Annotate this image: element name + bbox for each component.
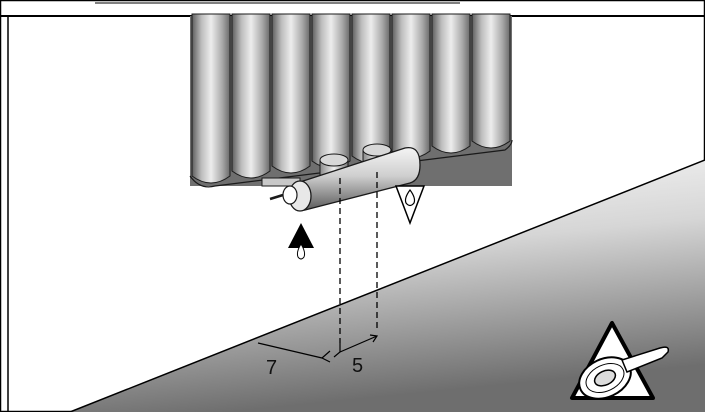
valve-nut: [282, 185, 298, 205]
dimension-arrow-right: [369, 334, 379, 343]
tape-roll-core: [593, 369, 617, 387]
supply-flow-arrow-icon: [288, 223, 314, 260]
return-drop-icon: [404, 188, 416, 207]
supply-drop-icon: [296, 243, 306, 260]
sealing-tape-warning-icon: [570, 321, 670, 400]
radiator: [189, 13, 513, 188]
supply-arrow-head: [288, 223, 314, 248]
dimension-lines: [257, 334, 379, 363]
return-riser-cap: [362, 143, 392, 157]
radiator-column: [431, 13, 471, 154]
dimension-arrow-left: [320, 350, 331, 363]
radiator-column: [191, 13, 231, 184]
dimension-label-left: 7: [266, 357, 277, 379]
dimension-line-left: [257, 342, 323, 359]
tape-strip: [620, 346, 670, 373]
valve-assembly: [261, 143, 421, 212]
tape-roll-ring: [585, 362, 625, 394]
radiator-column: [271, 13, 311, 174]
radiator-columns: [191, 13, 511, 184]
radiator-column: [351, 13, 391, 164]
dimension-label-right: 5: [352, 355, 363, 377]
radiator-column: [231, 13, 271, 179]
radiator-column: [391, 13, 431, 159]
supply-riser-cap: [319, 153, 349, 167]
radiator-column: [471, 13, 511, 149]
projection-lines: [339, 172, 378, 343]
wall-floor-edge: [69, 159, 705, 412]
return-flow-arrow-icon: [394, 185, 426, 226]
radiator-column: [311, 13, 351, 169]
valve-spindle: [269, 193, 284, 201]
dimension-line-right: [339, 335, 378, 353]
